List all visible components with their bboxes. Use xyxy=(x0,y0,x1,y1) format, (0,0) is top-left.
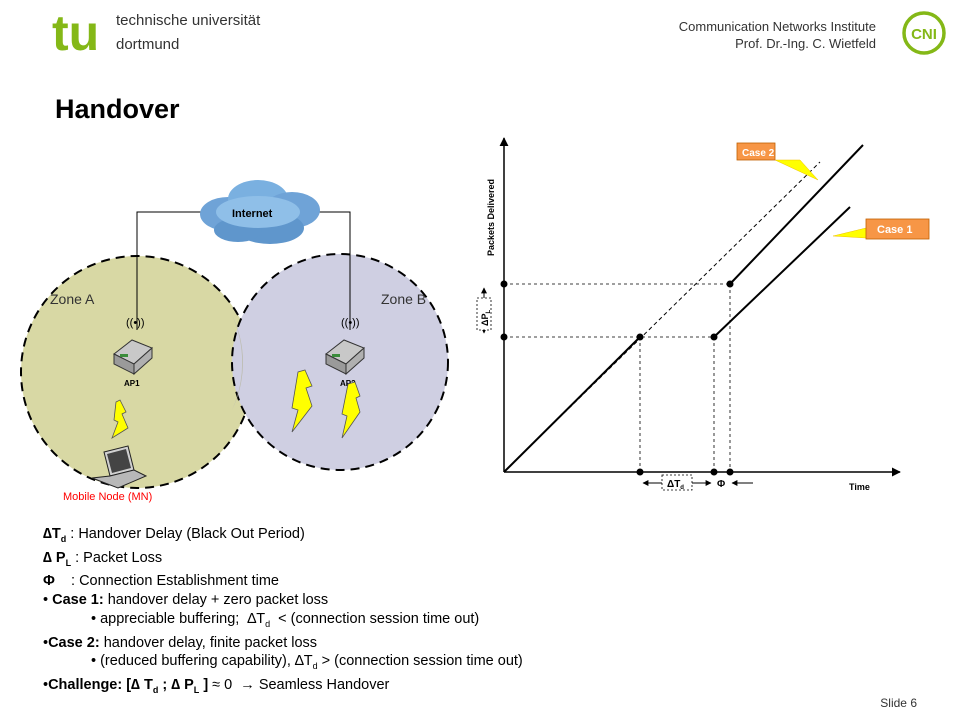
zone-a-label: Zone A xyxy=(50,291,95,307)
cable-ap1 xyxy=(136,211,208,330)
lightning-icon-2 xyxy=(291,369,313,433)
slide-title: Handover xyxy=(55,94,180,124)
handover-graph: Packets Delivered Time ΔPL ΔTd Φ Case 2 … xyxy=(476,137,930,492)
network-diagram: Internet Zone A Zone B ((•)) AP1 ((•)) A… xyxy=(20,180,449,503)
pre-handover-line xyxy=(503,336,641,473)
delta-td-box xyxy=(661,474,693,491)
lightning-icon-1 xyxy=(111,399,129,439)
tu-logo: tu xyxy=(52,12,99,54)
point xyxy=(500,333,508,341)
case2-point: •Case 2: handover delay, finite packet l… xyxy=(43,634,318,651)
ap2-label: AP2 xyxy=(340,379,356,388)
university-name: technische universität dortmund xyxy=(116,9,260,57)
graph-points xyxy=(500,280,734,476)
case1-callout-pointer xyxy=(832,227,867,239)
def-delta-td: ∆Td : Handover Delay (Black Out Period) xyxy=(43,526,305,544)
laptop-icon xyxy=(91,445,148,489)
tu-logo-text: tu xyxy=(52,12,99,54)
delta-pl-box xyxy=(476,297,492,331)
point xyxy=(726,280,734,288)
point xyxy=(500,280,508,288)
case1-point: • Case 1: handover delay + zero packet l… xyxy=(43,592,329,609)
cni-logo-ring xyxy=(902,11,946,55)
mobile-node-label: Mobile Node (MN) xyxy=(63,491,152,503)
description-text: ∆Td : Handover Delay (Black Out Period) … xyxy=(43,525,523,700)
case2-subpoint: • (reduced buffering capability), ∆Td > … xyxy=(91,653,523,672)
point xyxy=(710,468,718,476)
delta-pl-label: ΔPL xyxy=(480,310,492,326)
slide-number: Slide 6 xyxy=(880,696,917,710)
case2-callout-pointer xyxy=(774,159,819,181)
y-axis-label: Packets Delivered xyxy=(486,179,496,256)
ap2-icon: ((•)) xyxy=(325,317,365,376)
institute-info: Communication Networks Institute Prof. D… xyxy=(679,18,876,52)
x-axis-label: Time xyxy=(849,482,870,492)
case2-line xyxy=(729,144,864,285)
cni-logo-text: CNI xyxy=(911,26,937,43)
case1-callout xyxy=(865,218,930,240)
internet-cloud xyxy=(200,180,320,244)
point xyxy=(636,333,644,341)
def-phi: Φ : Connection Establishment time xyxy=(43,573,279,590)
uni-line-1: technische universität xyxy=(116,12,261,29)
case1-label: Case 1 xyxy=(877,224,912,236)
delta-td-label: ΔTd xyxy=(667,479,684,491)
zone-overlap xyxy=(232,315,244,410)
point xyxy=(636,468,644,476)
institute-name: Communication Networks Institute xyxy=(678,19,876,34)
internet-label: Internet xyxy=(232,208,273,220)
ap1-signal-icon: ((•)) xyxy=(126,317,145,329)
lightning-icon-3 xyxy=(341,381,361,439)
point xyxy=(726,468,734,476)
ap1-icon: ((•)) xyxy=(113,317,153,376)
challenge-point: •Challenge: [∆ Td ; ∆ PL ] ≈ 0 → Seamles… xyxy=(43,677,390,696)
case2-callout xyxy=(736,142,776,161)
def-delta-pl: ∆ PL : Packet Loss xyxy=(43,549,163,568)
ap1-label: AP1 xyxy=(124,379,140,388)
case1-line xyxy=(713,206,851,338)
zone-b-label: Zone B xyxy=(381,291,426,307)
uni-line-2: dortmund xyxy=(116,36,180,53)
ap2-signal-icon: ((•)) xyxy=(341,317,360,329)
cni-logo: CNI xyxy=(902,11,946,55)
case2-label: Case 2 xyxy=(742,148,775,159)
phi-label: Φ xyxy=(717,479,725,490)
case1-subpoint: • appreciable buffering; ∆Td < (connecti… xyxy=(91,610,480,629)
professor-name: Prof. Dr.-Ing. C. Wietfeld xyxy=(735,36,876,51)
point xyxy=(710,333,718,341)
